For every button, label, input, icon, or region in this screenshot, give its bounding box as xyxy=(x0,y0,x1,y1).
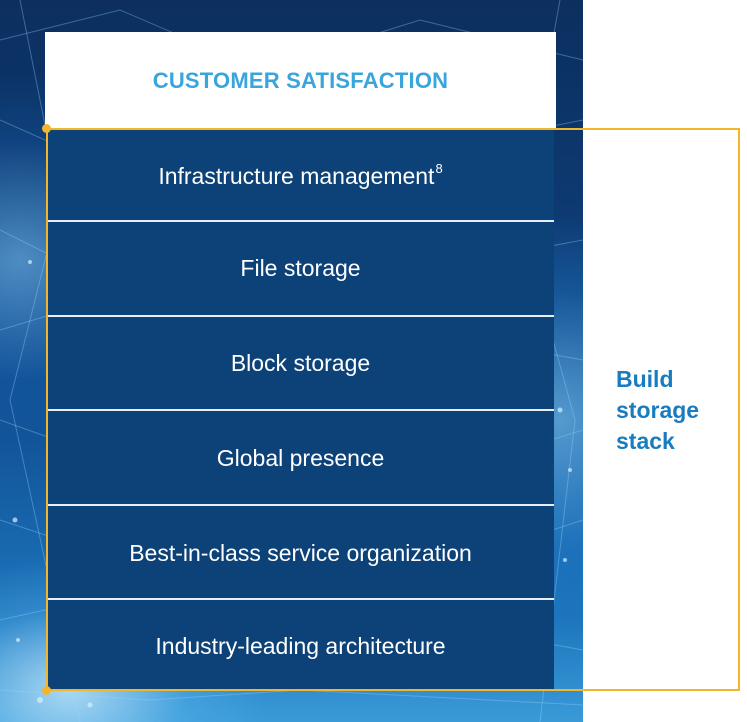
bracket-label-line: stack xyxy=(616,428,675,454)
title-box: CUSTOMER SATISFACTION xyxy=(45,32,556,129)
build-storage-stack-bracket xyxy=(46,128,740,691)
footnote-marker: 8 xyxy=(435,161,443,176)
layer-service-organization: Best-in-class service organization xyxy=(47,507,554,600)
bracket-bottom-dot xyxy=(42,686,51,695)
layer-divider xyxy=(47,409,554,411)
layer-label: Block storage xyxy=(230,350,371,376)
layer-label: Global presence xyxy=(216,445,385,471)
bracket-label-line: storage xyxy=(616,397,700,423)
layer-block-storage: Block storage xyxy=(47,317,554,410)
layer-industry-leading-architecture: Industry-leading architecture xyxy=(47,600,554,693)
layer-divider xyxy=(47,504,554,506)
bracket-label-line: Build xyxy=(616,366,674,392)
bracket-label: Build storage stack xyxy=(616,364,736,457)
layer-divider xyxy=(47,598,554,600)
layer-label: Industry-leading architecture xyxy=(155,633,446,659)
bracket-top-dot xyxy=(42,124,51,133)
layer-global-presence: Global presence xyxy=(47,412,554,505)
layer-divider xyxy=(47,220,554,222)
layer-label: Best-in-class service organization xyxy=(129,540,472,566)
diagram-title: CUSTOMER SATISFACTION xyxy=(152,67,449,93)
layer-label: File storage xyxy=(240,255,361,281)
layer-file-storage: File storage xyxy=(47,222,554,315)
layer-label: Infrastructure management xyxy=(158,163,435,189)
layer-divider xyxy=(47,315,554,317)
